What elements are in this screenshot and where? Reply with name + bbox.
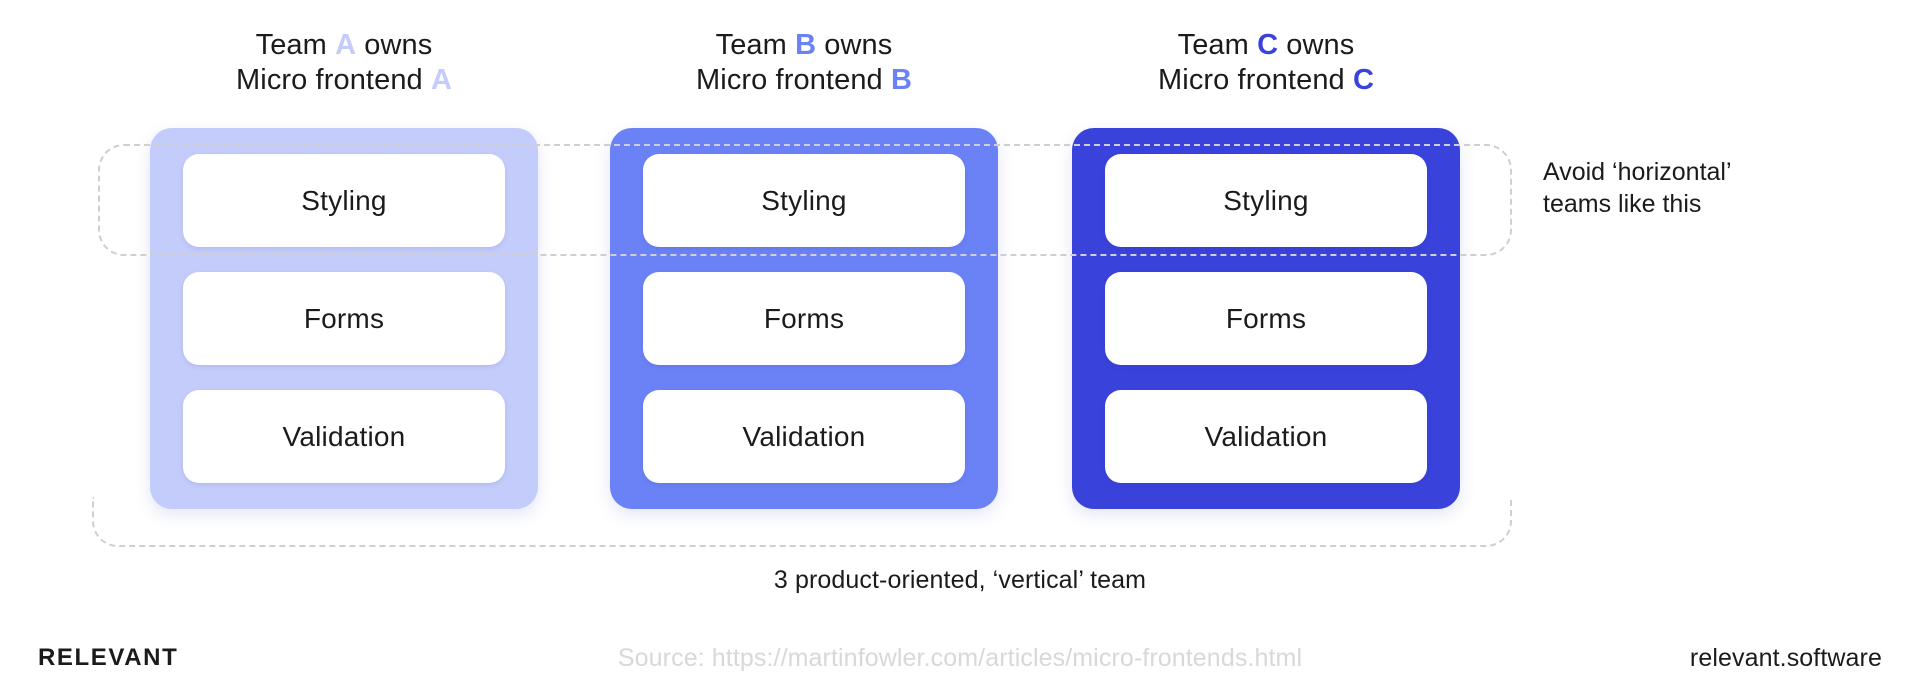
header-team-letter: A bbox=[335, 29, 357, 61]
team-card-b[interactable]: Styling Forms Validation bbox=[610, 128, 998, 509]
capability-forms[interactable]: Forms bbox=[643, 272, 965, 365]
column-header-team-b: Team B owns Micro frontend B bbox=[610, 28, 998, 98]
team-card-a[interactable]: Styling Forms Validation bbox=[150, 128, 538, 509]
header-suffix: owns bbox=[356, 29, 433, 61]
column-header-line1: Team C owns bbox=[1072, 28, 1460, 63]
header-prefix: Team bbox=[715, 29, 796, 61]
capability-validation[interactable]: Validation bbox=[183, 390, 505, 483]
column-header-line2: Micro frontend B bbox=[610, 63, 998, 98]
column-header-line1: Team A owns bbox=[150, 28, 538, 63]
capability-styling[interactable]: Styling bbox=[1105, 154, 1427, 247]
capability-forms[interactable]: Forms bbox=[1105, 272, 1427, 365]
capability-validation[interactable]: Validation bbox=[643, 390, 965, 483]
team-card-c[interactable]: Styling Forms Validation bbox=[1072, 128, 1460, 509]
header-frontend-letter: B bbox=[890, 64, 912, 96]
capability-styling[interactable]: Styling bbox=[183, 154, 505, 247]
header-team-letter: C bbox=[1257, 29, 1279, 61]
header-prefix: Team bbox=[255, 29, 336, 61]
header-line2-prefix: Micro frontend bbox=[236, 64, 431, 96]
header-frontend-letter: C bbox=[1352, 64, 1374, 96]
header-suffix: owns bbox=[816, 29, 893, 61]
column-header-line1: Team B owns bbox=[610, 28, 998, 63]
capability-forms[interactable]: Forms bbox=[183, 272, 505, 365]
column-header-team-a: Team A owns Micro frontend A bbox=[150, 28, 538, 98]
capability-styling[interactable]: Styling bbox=[643, 154, 965, 247]
header-line2-prefix: Micro frontend bbox=[1158, 64, 1353, 96]
header-line2-prefix: Micro frontend bbox=[696, 64, 891, 96]
vertical-team-caption: 3 product-oriented, ‘vertical’ team bbox=[773, 566, 1147, 594]
page-footer: RELEVANT Source: https://martinfowler.co… bbox=[0, 638, 1920, 678]
capability-validation[interactable]: Validation bbox=[1105, 390, 1427, 483]
horizontal-team-note: Avoid ‘horizontal’ teams like this bbox=[1543, 158, 1732, 218]
header-suffix: owns bbox=[1278, 29, 1355, 61]
column-header-team-c: Team C owns Micro frontend C bbox=[1072, 28, 1460, 98]
header-frontend-letter: A bbox=[430, 64, 452, 96]
website-url: relevant.software bbox=[1689, 643, 1882, 672]
brand-logo: RELEVANT bbox=[38, 644, 179, 671]
source-attribution: Source: https://martinfowler.com/article… bbox=[617, 643, 1303, 672]
header-prefix: Team bbox=[1177, 29, 1258, 61]
column-header-line2: Micro frontend C bbox=[1072, 63, 1460, 98]
header-team-letter: B bbox=[795, 29, 817, 61]
column-header-line2: Micro frontend A bbox=[150, 63, 538, 98]
